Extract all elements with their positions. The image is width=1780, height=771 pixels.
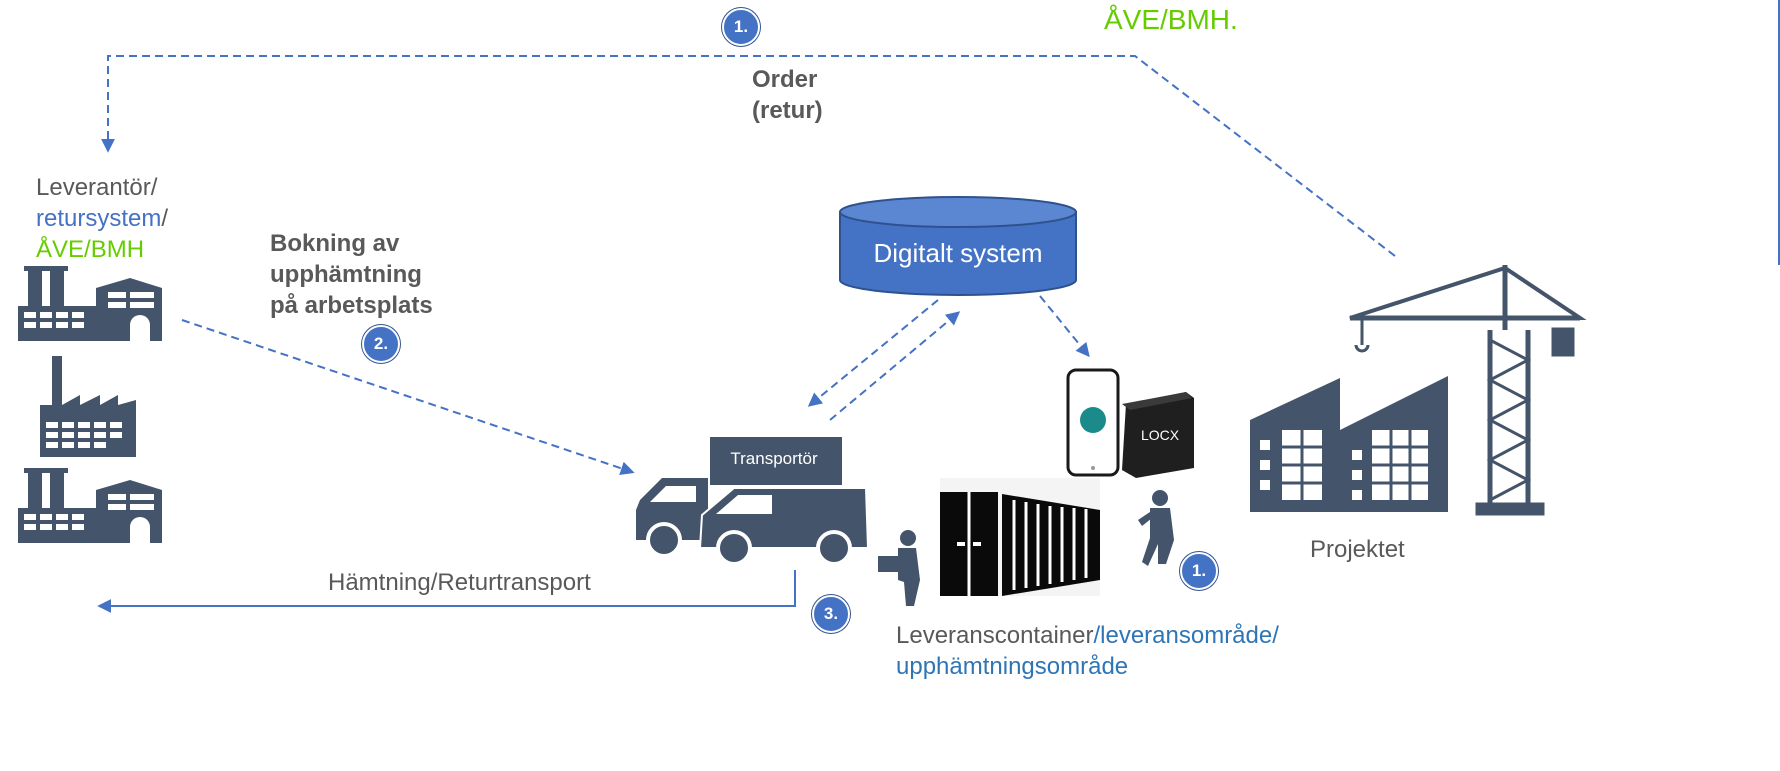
leverantor-label: Leverantör/ retursystem/ ÅVE/BMH [36, 172, 168, 265]
booking-label: Bokning av upphämtning på arbetsplats [270, 228, 433, 321]
building-icon [1250, 376, 1448, 512]
worker-icon [1138, 490, 1174, 566]
locx-device-icon: LOCX [1122, 392, 1194, 478]
container-icon [940, 478, 1100, 596]
container-gray: Leveranscontainer [896, 622, 1094, 649]
order-return-arrow [101, 55, 1396, 257]
crane-icon [1349, 265, 1587, 516]
database-label: Digitalt system [873, 238, 1042, 268]
truck-to-system-arrow [829, 311, 961, 421]
delivery-person-icon [878, 530, 920, 606]
order-label-line1: Order [752, 66, 818, 93]
step-badge-1-bottom: 1. [1180, 552, 1218, 590]
container-label: Leveranscontainer/leveransområde/ upphäm… [896, 620, 1279, 682]
factory-icon-top [18, 266, 162, 341]
retursystem-text: retursystem [36, 205, 162, 232]
container-blue1: /leveransområde/ [1093, 622, 1279, 649]
factory-icon-bottom [18, 468, 162, 543]
factory-icon-middle [40, 356, 136, 457]
hamtning-label: Hämtning/Returtransport [328, 569, 591, 596]
order-label-line2: (retur) [752, 97, 823, 124]
system-to-truck-arrow [807, 299, 939, 407]
container-blue2: upphämtningsområde [896, 653, 1129, 680]
locx-brand: LOCX [1141, 427, 1180, 443]
system-to-device-arrow [1039, 295, 1090, 358]
booking-line3: på arbetsplats [270, 292, 433, 319]
database-icon: Digitalt system [839, 196, 1077, 296]
ave-bmh-text: ÅVE/BMH [36, 236, 145, 263]
top-right-text: ÅVE/BMH. [1104, 4, 1238, 35]
leverantor-line1: Leverantör/ [36, 174, 158, 201]
right-edge-line [1778, 0, 1780, 265]
truck-icon: Transportör [636, 437, 870, 566]
step-badge-2: 2. [362, 325, 400, 363]
step-badge-1-top: 1. [722, 8, 760, 46]
booking-line2: upphämtning [270, 261, 422, 288]
phone-icon [1066, 368, 1120, 477]
leverantor-slash: / [161, 205, 169, 232]
booking-line1: Bokning av [270, 230, 400, 257]
truck-label: Transportör [730, 449, 818, 468]
return-transport-arrow [97, 570, 796, 613]
step-badge-3: 3. [812, 595, 850, 633]
order-label: Order (retur) [752, 64, 823, 126]
projektet-label: Projektet [1310, 536, 1405, 563]
booking-arrow [181, 319, 635, 476]
